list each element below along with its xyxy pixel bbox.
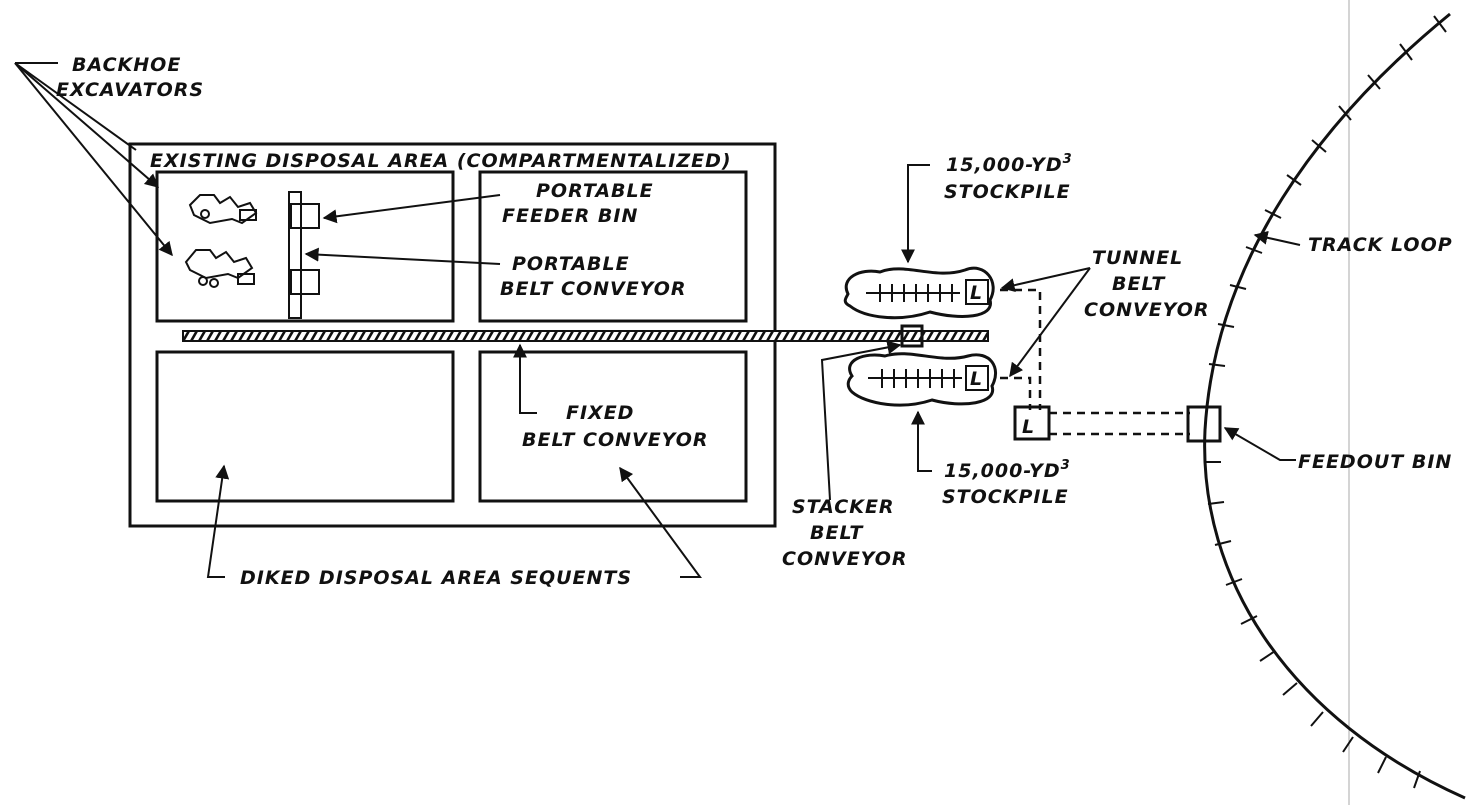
leader-feeder-bin [322, 194, 501, 224]
leader-backhoe [14, 62, 173, 257]
leader-stockpile-top [901, 164, 930, 264]
portable-belt-conveyor [288, 191, 320, 319]
portable-feeder-bin-2 [290, 269, 320, 295]
stacker-belt-conveyor [900, 324, 924, 348]
compartment-bottom-left [155, 350, 455, 503]
leader-stockpile-bottom [911, 410, 932, 472]
leader-diked-right [619, 466, 702, 578]
label-tunnel-line2: BELT [1112, 273, 1166, 295]
label-stockpile-top-line1: 15,000-YD3 [946, 152, 1073, 176]
label-stacker-line3: CONVEYOR [782, 548, 908, 570]
label-stacker-line1: STACKER [792, 496, 895, 518]
label-feeder-line1: PORTABLE [536, 180, 654, 202]
leader-tunnel-conveyor [1000, 267, 1091, 378]
label-existing-area: EXISTING DISPOSAL AREA (COMPARTMENTALIZE… [150, 150, 732, 172]
leader-fixed-conveyor [513, 343, 537, 414]
leader-feedout-bin [1223, 427, 1296, 461]
label-diked: DIKED DISPOSAL AREA SEQUENTS [240, 567, 632, 589]
label-tunnel-line1: TUNNEL [1092, 247, 1183, 269]
label-loader-bottom: L [970, 368, 983, 390]
label-fixed-line1: FIXED [566, 402, 634, 424]
backhoe-excavator-icon [188, 194, 258, 225]
leader-portable-conveyor [304, 247, 501, 265]
stockpile-top [843, 266, 995, 320]
label-portable-conv-line2: BELT CONVEYOR [500, 278, 687, 300]
label-fixed-line2: BELT CONVEYOR [522, 429, 709, 451]
track-loop [1203, 12, 1466, 800]
fixed-belt-conveyor [182, 330, 989, 342]
compartment-top-left [155, 170, 455, 323]
loader-box [1013, 405, 1051, 441]
label-tunnel-line3: CONVEYOR [1084, 299, 1210, 321]
portable-feeder-bin [290, 203, 320, 229]
label-feeder-line2: FEEDER BIN [502, 205, 638, 227]
tunnel-belt-conveyor [1000, 288, 1190, 441]
leader-stacker [820, 340, 902, 501]
compartment-top-right [478, 170, 748, 323]
label-stockpile-bottom-line2: STOCKPILE [942, 486, 1069, 508]
leader-diked-left [206, 464, 230, 578]
label-loader-top: L [970, 282, 983, 304]
stockpile-bottom [846, 352, 998, 407]
label-backhoe-line1: BACKHOE [72, 54, 181, 76]
compartment-bottom-right [478, 350, 748, 503]
label-stockpile-top-line2: STOCKPILE [944, 181, 1071, 203]
label-feedout-bin: FEEDOUT BIN [1298, 451, 1452, 473]
label-stacker-line2: BELT [810, 522, 864, 544]
label-backhoe-line2: EXCAVATORS [56, 79, 204, 101]
label-portable-conv-line1: PORTABLE [512, 253, 630, 275]
track-loop-ties [1205, 15, 1447, 789]
backhoe-excavator-icon-2 [184, 249, 255, 288]
label-track-loop: TRACK LOOP [1308, 234, 1453, 256]
label-loader-box: L [1022, 416, 1035, 438]
leader-track-loop [1253, 230, 1301, 246]
label-stockpile-bottom-line1: 15,000-YD3 [944, 458, 1071, 482]
